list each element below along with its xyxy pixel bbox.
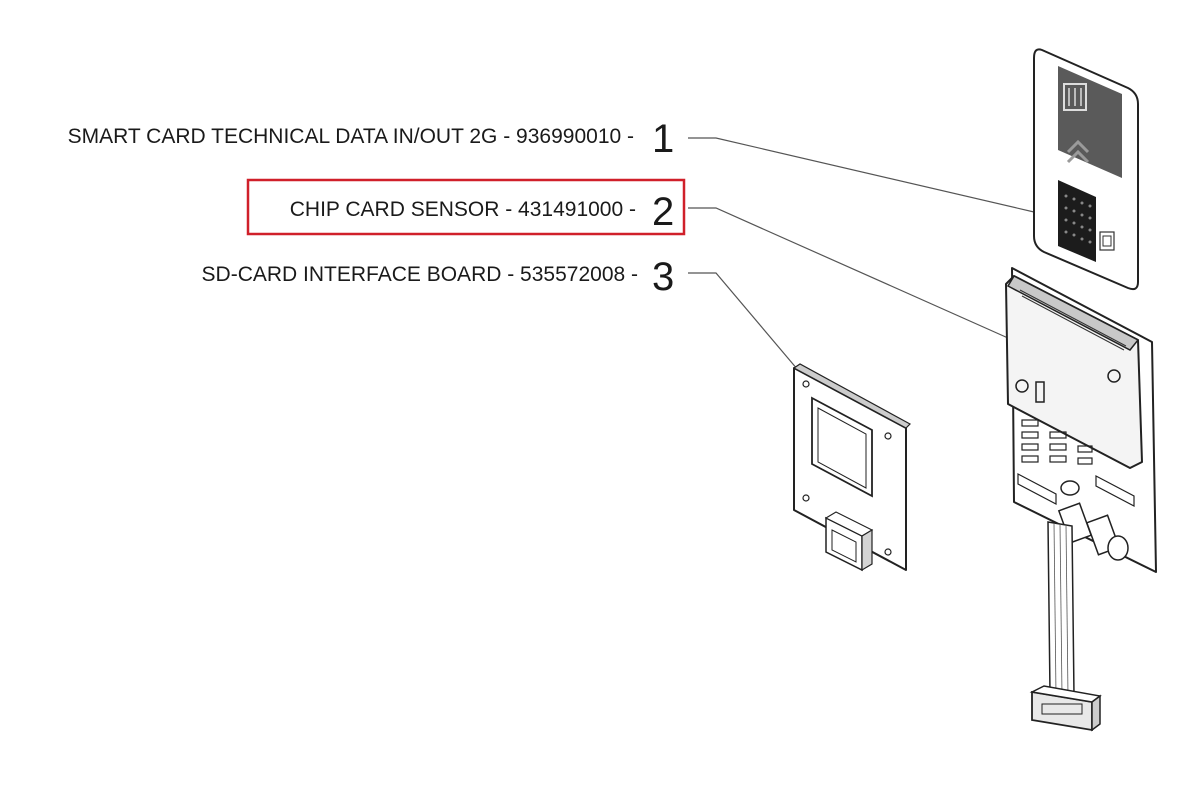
chip-card-sensor-illustration <box>1005 267 1157 732</box>
callout-2: CHIP CARD SENSOR - 431491000 - 2 <box>290 190 675 234</box>
callout-1-number: 1 <box>652 117 674 161</box>
sd-card-interface-board-illustration <box>792 363 911 572</box>
leader-line-1 <box>688 137 1035 213</box>
leader-line-3 <box>688 272 799 371</box>
callout-2-label: CHIP CARD SENSOR - 431491000 - <box>290 198 636 221</box>
callout-3-number: 3 <box>652 255 674 299</box>
callout-2-number: 2 <box>652 190 674 234</box>
callout-3: SD-CARD INTERFACE BOARD - 535572008 - 3 <box>202 255 675 299</box>
callout-3-label: SD-CARD INTERFACE BOARD - 535572008 - <box>202 263 638 286</box>
leader-line-2 <box>688 207 1009 339</box>
highlight-box <box>246 178 686 236</box>
callout-1: SMART CARD TECHNICAL DATA IN/OUT 2G - 93… <box>68 117 675 161</box>
smart-card-illustration <box>1033 48 1139 291</box>
callout-1-label: SMART CARD TECHNICAL DATA IN/OUT 2G - 93… <box>68 125 634 148</box>
